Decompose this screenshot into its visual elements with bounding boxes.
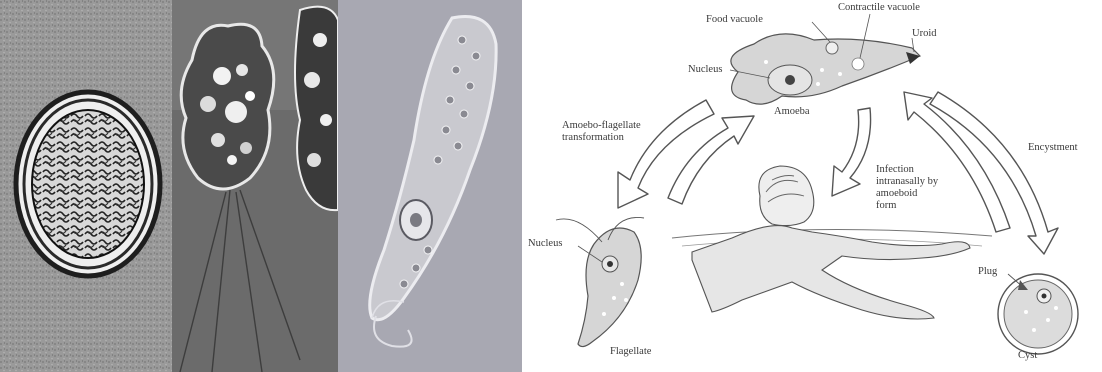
uroid-label: Uroid (912, 28, 937, 40)
cyst-micrograph (0, 0, 172, 372)
flagellate-micrograph (338, 0, 522, 372)
cyst-label: Cyst (1018, 350, 1037, 362)
micrograph-strip (0, 0, 522, 372)
contractile-vacuole-label: Contractile vacuole (838, 2, 920, 14)
food-vacuole-label: Food vacuole (706, 14, 763, 26)
flagellate-label: Flagellate (610, 346, 651, 358)
flagellate-illustration (556, 217, 644, 346)
infection-label: Infection intranasally by amoeboid form (876, 164, 938, 212)
amoeba-illustration (730, 14, 920, 104)
arrow-infection (832, 108, 871, 196)
arrow-encystment (930, 92, 1058, 254)
amoeba-micrograph (172, 0, 338, 372)
plug-label: Plug (978, 266, 997, 278)
nucleus-amoeba-label: Nucleus (688, 64, 722, 76)
encystment-label: Encystment (1028, 142, 1078, 154)
life-cycle-art (522, 0, 1102, 372)
nucleus-flagellate-label: Nucleus (528, 238, 562, 250)
cyst-illustration (998, 274, 1078, 354)
life-cycle-diagram: Food vacuole Contractile vacuole Uroid N… (522, 0, 1102, 372)
amoeba-label: Amoeba (774, 106, 810, 118)
micrograph-art (0, 0, 522, 372)
transformation-label: Amoebo-flagellate transformation (562, 120, 641, 144)
